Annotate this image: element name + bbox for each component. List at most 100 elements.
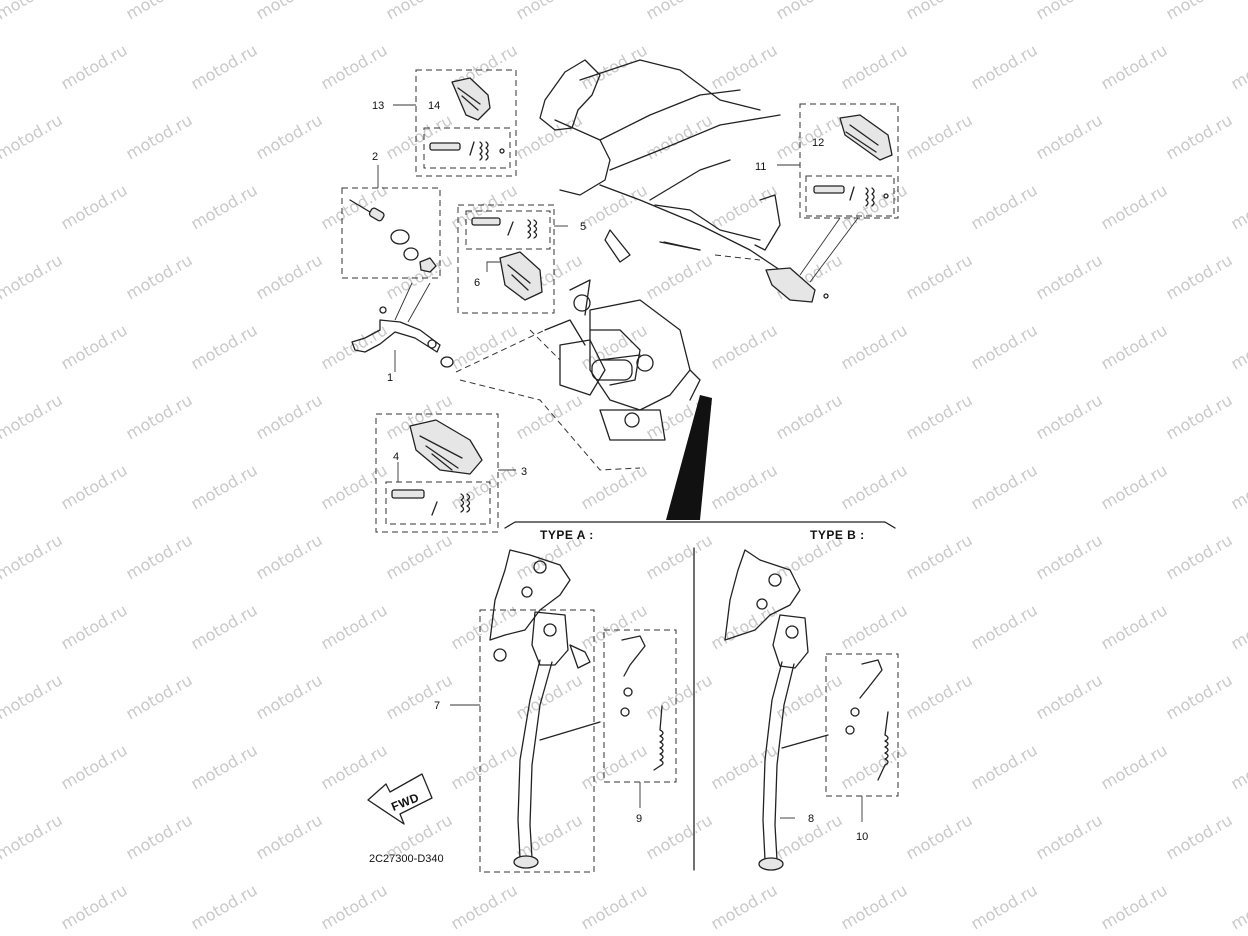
watermark-text: motod.ru — [643, 0, 716, 23]
watermark-text: motod.ru — [578, 40, 651, 93]
watermark-text: motod.ru — [0, 880, 1, 933]
watermark-text: motod.ru — [188, 320, 261, 373]
group-3-box — [375, 413, 516, 533]
frame-drawing — [539, 59, 781, 520]
watermark-text: motod.ru — [838, 740, 911, 793]
callout-4: 4 — [393, 451, 399, 463]
watermark-text: motod.ru — [968, 880, 1041, 933]
watermark-text: motod.ru — [0, 530, 66, 583]
watermark-text: motod.ru — [253, 530, 326, 583]
watermark-text: motod.ru — [1228, 600, 1248, 653]
watermark-text: motod.ru — [838, 600, 911, 653]
watermark-text: motod.ru — [0, 600, 1, 653]
watermark-text: motod.ru — [188, 880, 261, 933]
watermark-text: motod.ru — [188, 40, 261, 93]
watermark-text: motod.ru — [383, 250, 456, 303]
watermark-text: motod.ru — [383, 530, 456, 583]
group-5-box — [457, 204, 568, 314]
watermark-text: motod.ru — [58, 320, 131, 373]
watermark-text: motod.ru — [188, 460, 261, 513]
callout-6: 6 — [474, 277, 480, 289]
part-1-pedal — [351, 282, 454, 372]
callout-7: 7 — [434, 700, 440, 712]
watermark-text: motod.ru — [1228, 740, 1248, 793]
group-2-box — [341, 165, 441, 279]
type-b-label: TYPE B : — [810, 528, 865, 542]
watermark-text: motod.ru — [1163, 110, 1236, 163]
callout-1: 1 — [387, 372, 393, 384]
watermark-text: motod.ru — [1033, 530, 1106, 583]
watermark-text: motod.ru — [58, 460, 131, 513]
watermark-text: motod.ru — [1163, 390, 1236, 443]
watermark-text: motod.ru — [1098, 600, 1171, 653]
watermark-text: motod.ru — [643, 110, 716, 163]
watermark-text: motod.ru — [123, 0, 196, 23]
watermark-text: motod.ru — [1098, 740, 1171, 793]
diagram-code: 2C27300-D340 — [369, 853, 444, 865]
watermark-text: motod.ru — [968, 320, 1041, 373]
dashed-connections — [455, 254, 761, 471]
watermark-text: motod.ru — [0, 670, 66, 723]
watermark-text: motod.ru — [188, 600, 261, 653]
watermark-text: motod.ru — [123, 390, 196, 443]
watermark-text: motod.ru — [448, 600, 521, 653]
callout-9: 9 — [636, 813, 642, 825]
watermark-text: motod.ru — [1163, 530, 1236, 583]
watermark-text: motod.ru — [123, 530, 196, 583]
watermark-text: motod.ru — [773, 110, 846, 163]
watermark-text: motod.ru — [903, 810, 976, 863]
watermark-text: motod.ru — [0, 250, 66, 303]
watermark-text: motod.ru — [1163, 250, 1236, 303]
watermark-text: motod.ru — [708, 460, 781, 513]
watermark-text: motod.ru — [0, 390, 66, 443]
watermark-text: motod.ru — [903, 670, 976, 723]
watermark-text: motod.ru — [318, 460, 391, 513]
watermark-text: motod.ru — [578, 880, 651, 933]
watermark-text: motod.ru — [968, 180, 1041, 233]
watermark-text: motod.ru — [708, 320, 781, 373]
watermark-text: motod.ru — [643, 530, 716, 583]
fwd-arrow: FWD — [367, 773, 433, 825]
watermark-text: motod.ru — [1228, 180, 1248, 233]
watermark-text: motod.ru — [318, 880, 391, 933]
watermark-text: motod.ru — [578, 600, 651, 653]
callout-3: 3 — [521, 466, 527, 478]
watermark-text: motod.ru — [58, 880, 131, 933]
watermark-text: motod.ru — [0, 110, 66, 163]
callout-5: 5 — [580, 221, 586, 233]
watermark-text: motod.ru — [903, 530, 976, 583]
watermark-text: motod.ru — [773, 390, 846, 443]
watermark-text: motod.ru — [1098, 180, 1171, 233]
watermark-text: motod.ru — [253, 110, 326, 163]
watermark-text: motod.ru — [1228, 460, 1248, 513]
group-13-box — [393, 69, 517, 177]
watermark-text: motod.ru — [1033, 250, 1106, 303]
watermark-text: motod.ru — [578, 320, 651, 373]
watermark-text: motod.ru — [0, 810, 66, 863]
watermark-text: motod.ru — [1098, 40, 1171, 93]
watermark-text: motod.ru — [708, 880, 781, 933]
watermark-text: motod.ru — [123, 250, 196, 303]
watermark-text: motod.ru — [1163, 0, 1236, 23]
watermark-text: motod.ru — [903, 110, 976, 163]
watermark-text: motod.ru — [1163, 670, 1236, 723]
watermark-text: motod.ru — [448, 880, 521, 933]
watermark-text: motod.ru — [903, 390, 976, 443]
watermark-text: motod.ru — [253, 250, 326, 303]
watermark-text: motod.ru — [383, 0, 456, 23]
fwd-label: FWD — [389, 790, 421, 814]
watermark-text: motod.ru — [968, 740, 1041, 793]
watermark-text: motod.ru — [643, 670, 716, 723]
watermark-text: motod.ru — [253, 0, 326, 23]
type-b-sidestand — [724, 549, 899, 871]
watermark-text: motod.ru — [1033, 670, 1106, 723]
watermark-text: motod.ru — [383, 110, 456, 163]
watermark-text: motod.ru — [0, 460, 1, 513]
watermark-text: motod.ru — [773, 0, 846, 23]
watermark-text: motod.ru — [1098, 460, 1171, 513]
watermark-text: motod.ru — [1163, 810, 1236, 863]
watermark-text: motod.ru — [123, 670, 196, 723]
watermark-text: motod.ru — [968, 460, 1041, 513]
watermark-text: motod.ru — [253, 390, 326, 443]
